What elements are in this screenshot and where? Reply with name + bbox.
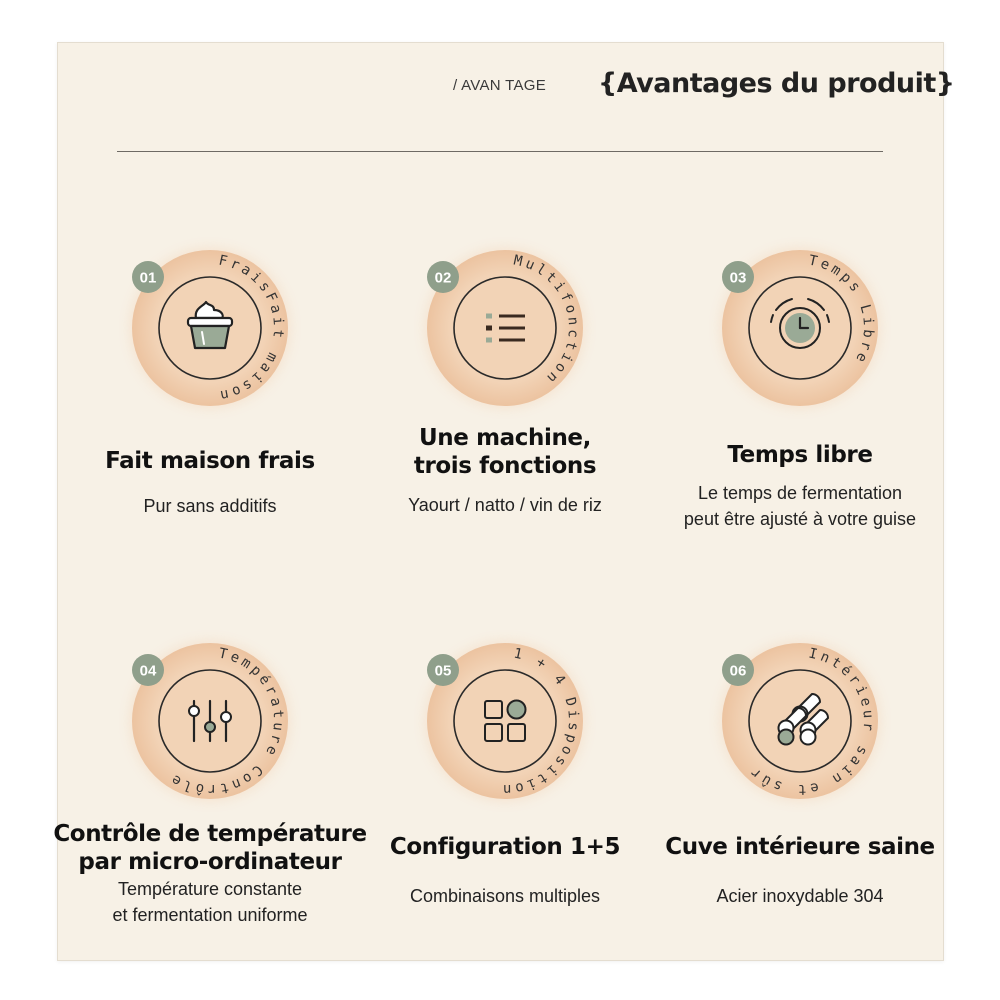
feature-subtitle: Pur sans additifs [50,493,370,519]
feature-title: Fait maison frais [50,447,370,475]
section-tag: / AVAN TAGE [453,77,547,94]
feature-subtitle: Le temps de fermentation peut être ajusté… [640,480,960,532]
emblem-disc [427,643,583,799]
feature-title-line: Contrôle de température [53,821,367,847]
number-badge [722,261,754,293]
feature-subtitle: Combinaisons multiples [345,883,665,909]
feature-subtitle-line: peut être ajusté à votre guise [683,509,917,529]
feature-subtitle: Acier inoxydable 304 [640,883,960,909]
feature-subtitle-line: Combinaisons multiples [409,886,601,906]
number-badge [427,261,459,293]
feature-subtitle-line: Température constante [117,879,303,899]
feature-title: Cuve intérieure saine [640,833,960,861]
feature-subtitle-line: Pur sans additifs [143,496,277,516]
feature-title: Configuration 1+5 [345,833,665,861]
emblem-ring [748,276,852,380]
feature-subtitle: Yaourt / natto / vin de riz [345,492,665,518]
feature-title-line: Configuration 1+5 [389,834,621,860]
emblem-ring [158,276,262,380]
feature-subtitle-line: Acier inoxydable 304 [716,886,884,906]
feature-title-line: Temps libre [727,442,873,468]
feature-title-line: par micro-ordinateur [78,849,342,875]
badge-number: 02 [435,270,452,287]
yogurt-cup-icon [186,300,234,350]
header-divider [117,151,883,152]
number-badge [722,654,754,686]
list-icon [486,313,525,343]
number-badge [132,261,164,293]
feature-subtitle-line: Le temps de fermentation [697,483,903,503]
page-title: {Avantages du produit} [598,68,955,99]
feature-title-line: Une machine, [419,425,591,451]
feature-title-line: Fait maison frais [105,448,315,474]
badge-number: 04 [140,663,157,680]
advantages-card [57,42,944,961]
feature-subtitle: Température constante et fermentation uni… [50,876,370,928]
badge-number: 05 [435,663,452,680]
feature-subtitle-line: et fermentation uniforme [112,905,308,925]
feature-title: Temps libre [640,441,960,469]
feature-title: Une machine,trois fonctions [345,424,665,480]
emblem-ring [158,669,262,773]
feature-title-line: Cuve intérieure saine [665,834,935,860]
badge-number: 01 [140,270,157,287]
feature-title-line: trois fonctions [413,453,597,479]
grid-icon [484,699,527,742]
feature-subtitle-line: Yaourt / natto / vin de riz [408,495,602,515]
number-badge [132,654,164,686]
badge-number: 03 [730,270,747,287]
sliders-icon [188,699,232,743]
timer-icon [770,298,830,349]
emblem-ring [453,276,557,380]
emblem-ring [453,669,557,773]
emblem-ring [748,669,852,773]
badge-number: 06 [730,663,747,680]
cylinders-icon [777,693,829,746]
number-badge [427,654,459,686]
